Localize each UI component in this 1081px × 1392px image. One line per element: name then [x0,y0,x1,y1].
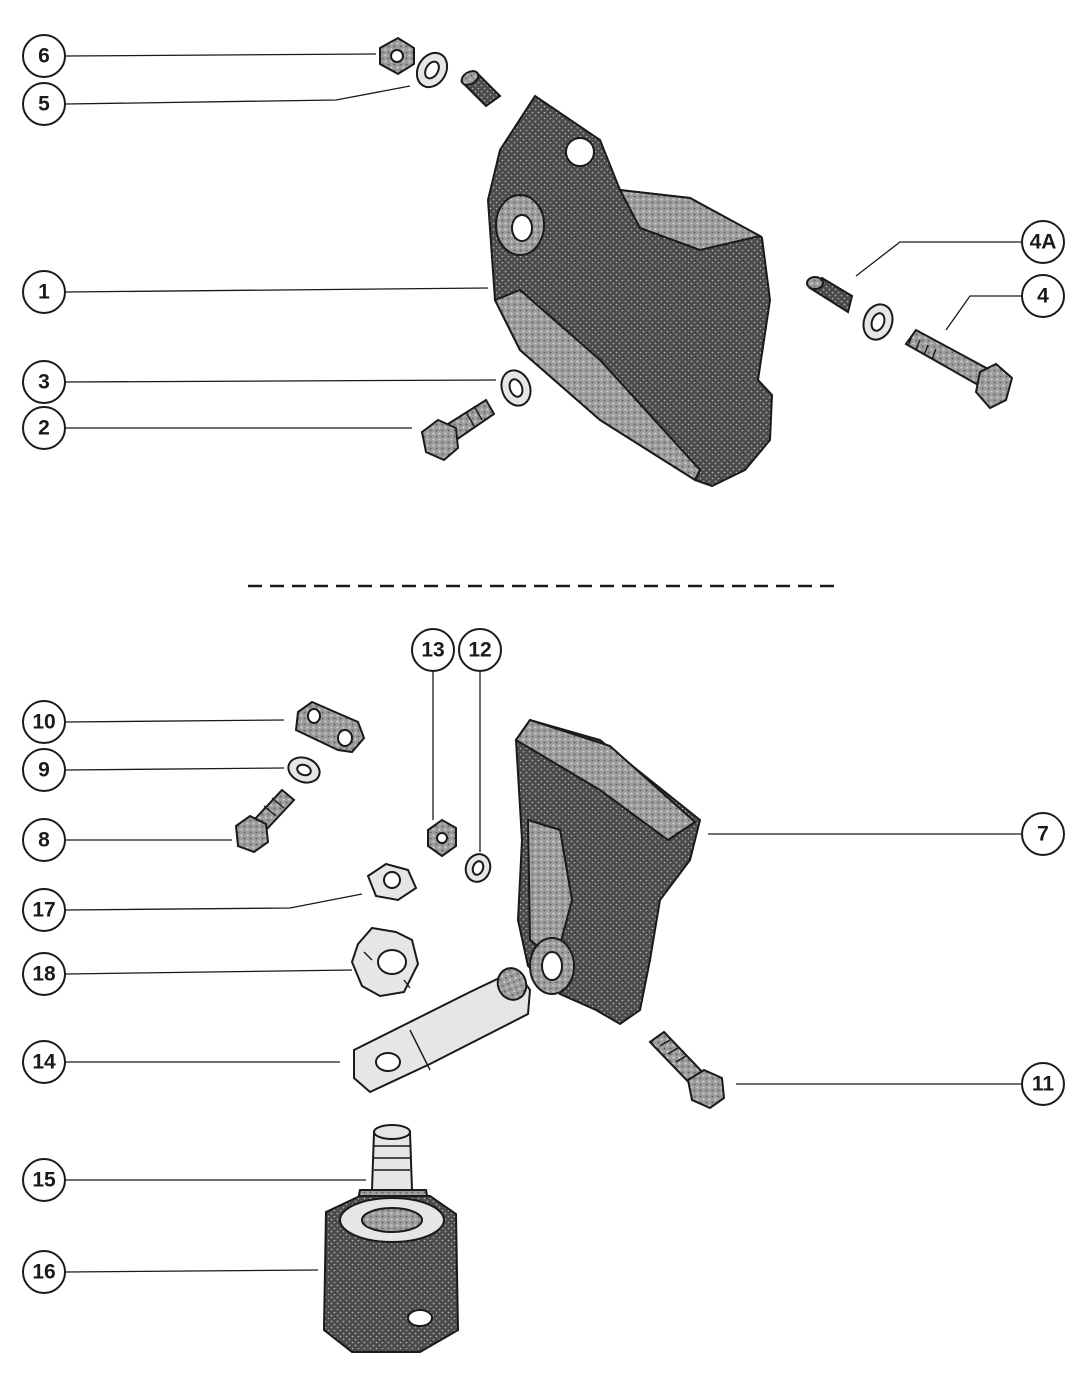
part-4-bolt [904,328,1014,410]
svg-text:5: 5 [38,93,50,116]
part-11-bolt [648,1030,726,1110]
part-18-castle-nut [350,926,420,998]
svg-text:4A: 4A [1030,231,1057,254]
svg-text:13: 13 [421,639,444,662]
svg-text:1: 1 [38,281,50,304]
svg-text:9: 9 [38,759,50,782]
callout-6: 6 [22,34,377,78]
svg-text:7: 7 [1037,823,1049,846]
part-5-lock-washer [415,51,449,89]
svg-text:8: 8 [38,829,50,852]
part-14-pivot-pin [353,967,532,1094]
part-12-washer [464,853,492,883]
part-17-hex-nut [366,862,418,902]
svg-text:16: 16 [32,1261,55,1284]
callout-8: 8 [22,818,232,862]
svg-text:11: 11 [1032,1073,1055,1096]
callout-11: 11 [736,1062,1065,1106]
svg-text:3: 3 [38,371,50,394]
part-1-main-bracket [486,94,774,488]
callout-15: 15 [22,1158,366,1202]
part-13-nut [427,818,457,858]
part-10-link-plate [294,700,366,754]
svg-text:18: 18 [32,963,56,986]
callout-4a: 4A [855,220,1065,277]
part-9-washer [287,756,321,784]
callout-16: 16 [22,1250,319,1294]
callout-12: 12 [458,628,502,852]
part-16-engine-mount [322,1195,460,1353]
callout-9: 9 [22,748,285,792]
part-4-lock-washer [862,303,894,341]
callout-14: 14 [22,1040,340,1084]
callout-1: 1 [22,270,489,314]
callout-10: 10 [22,700,285,744]
part-spacer-sleeve [460,70,502,108]
svg-text:14: 14 [32,1051,56,1074]
part-7-bracket [514,718,702,1026]
svg-text:15: 15 [32,1169,56,1192]
callout-17: 17 [22,888,363,932]
svg-text:6: 6 [38,45,50,68]
callout-4: 4 [945,274,1065,331]
part-4a-sleeve [806,276,854,314]
part-3-washer [500,369,532,407]
part-2-bolt [420,398,496,462]
svg-text:2: 2 [38,417,50,440]
part-8-bolt [234,788,296,854]
svg-text:10: 10 [32,711,55,734]
callout-18: 18 [22,952,353,996]
part-6-nut [379,36,415,76]
callout-5: 5 [22,82,411,126]
callout-13: 13 [411,628,455,820]
callout-2: 2 [22,406,412,450]
callout-3: 3 [22,360,497,404]
callout-7: 7 [708,812,1065,856]
svg-text:17: 17 [32,899,55,922]
svg-text:12: 12 [468,639,491,662]
svg-text:4: 4 [1037,285,1049,308]
